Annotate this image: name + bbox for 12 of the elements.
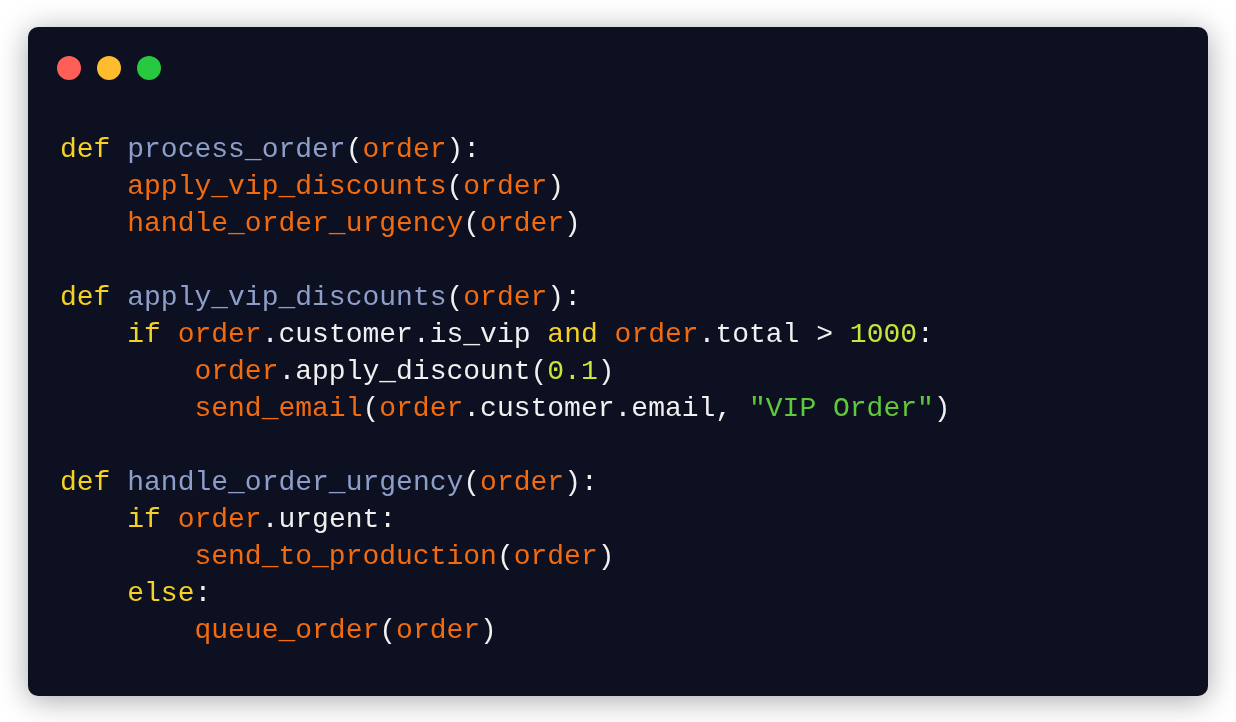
code-line: def process_order(order): bbox=[60, 133, 481, 167]
code-line: send_to_production(order) bbox=[193, 540, 615, 574]
code-line: def apply_vip_discounts(order): bbox=[60, 281, 581, 315]
code-line: order.apply_discount(0.1) bbox=[193, 355, 615, 389]
code-line: else: bbox=[126, 577, 212, 611]
code-line: send_email(order.customer.email, "VIP Order") bbox=[193, 392, 951, 426]
code-line: if order.urgent: bbox=[126, 503, 397, 537]
code-line: if order.customer.is_vip and order.total > 1000: bbox=[126, 318, 934, 352]
code-line: apply_vip_discounts(order) bbox=[126, 170, 565, 204]
code-line: queue_order(order) bbox=[193, 614, 497, 648]
code-line: def handle_order_urgency(order): bbox=[60, 466, 598, 500]
code-line: handle_order_urgency(order) bbox=[126, 207, 581, 241]
